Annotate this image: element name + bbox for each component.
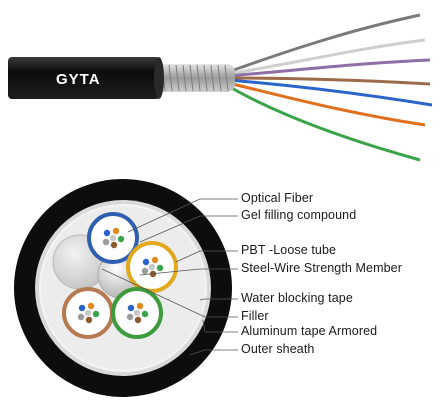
leader-water-blocking [199, 298, 238, 301]
armor-section [155, 64, 235, 92]
fiber-strand-white [227, 38, 426, 76]
fibers-in-tubes [77, 227, 164, 324]
fiber-strand-brown [227, 76, 431, 86]
leader-steel-wire [139, 268, 238, 276]
leader-aluminum-tape [202, 319, 238, 333]
leader-lines [101, 198, 238, 356]
label-filler: Filler [241, 309, 269, 323]
fiber-strand-grey [227, 13, 421, 74]
fiber-strand-green [227, 84, 421, 162]
fiber-strand-blue [227, 78, 433, 107]
sheath-cut-edge [154, 57, 164, 99]
cable-side-view: GYTA [8, 13, 433, 162]
fiber-fanout [227, 13, 433, 162]
label-steel-wire-strength-member: Steel-Wire Strength Member [241, 261, 402, 275]
leader-pbt-loose-tube [175, 250, 238, 263]
leader-optical-fiber [127, 198, 238, 233]
label-water-blocking-tape: Water blocking tape [241, 291, 353, 305]
fiber-strand-purple [227, 58, 431, 78]
brand-text: GYTA [56, 71, 101, 88]
fiber-strand-orange [227, 81, 426, 127]
label-outer-sheath: Outer sheath [241, 342, 315, 356]
leader-outer-sheath [189, 349, 238, 356]
leader-gel-filling [139, 215, 238, 243]
sheath-section [8, 57, 160, 99]
label-gel-filling-compound: Gel filling compound [241, 208, 357, 222]
label-aluminum-tape-armored: Aluminum tape Armored [241, 324, 378, 338]
label-optical-fiber: Optical Fiber [241, 191, 314, 205]
label-pbt-loose-tube: PBT -Loose tube [241, 243, 337, 257]
leader-filler [101, 268, 238, 318]
cable-cross-section [14, 179, 232, 397]
